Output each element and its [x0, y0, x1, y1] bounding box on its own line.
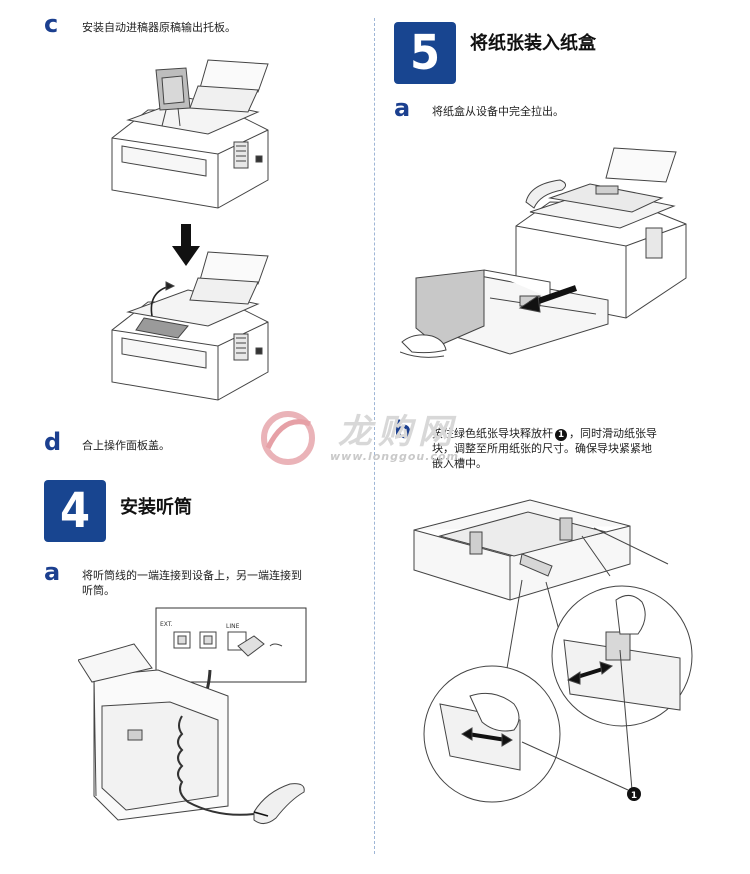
figure-callout-marker: [627, 787, 641, 801]
printer-figure-middle: [108, 242, 278, 412]
step-letter-4a: a: [44, 558, 61, 586]
step-5b-text-post: ，同时滑动纸张导: [569, 427, 657, 440]
section-number-4: 4: [44, 480, 106, 542]
printer-figure-top: [108, 50, 278, 220]
step-letter-d: d: [44, 428, 62, 456]
step-5b-text-line2: 块，调整至所用纸张的尺寸。确保导块紧紧地: [432, 442, 652, 455]
step-4a-text-line2: 听筒。: [82, 584, 115, 597]
figure-callout-number: 1: [631, 791, 637, 801]
section-number-5: 5: [394, 22, 456, 84]
section-4-title: 安装听筒: [120, 497, 192, 518]
pull-tray-figure: [400, 128, 700, 384]
callout-badge-1: 1: [555, 429, 567, 441]
watermark-logo-icon: [261, 411, 315, 465]
step-5b-text-pre: 按住绿色纸张导块释放杆: [432, 427, 553, 440]
step-4a-text-line1: 将听筒线的一端连接到设备上，另一端连接到: [82, 569, 302, 582]
section-5-title: 将纸张装入纸盒: [470, 33, 596, 54]
down-arrow-icon: [172, 224, 200, 266]
step-letter-c: c: [44, 10, 59, 38]
step-letter-5b: b: [394, 416, 412, 444]
handset-connection-figure: EXT. LINE: [78, 606, 308, 834]
step-d-text: 合上操作面板盖。: [82, 439, 170, 452]
step-5a-text: 将纸盒从设备中完全拉出。: [432, 105, 564, 118]
port-label-line: LINE: [226, 623, 240, 630]
column-divider: [374, 18, 375, 854]
step-c-text: 安装自动进稿器原稿输出托板。: [82, 21, 236, 34]
port-label-ext: EXT.: [160, 621, 173, 628]
paper-guide-figure: 1: [410, 490, 710, 840]
step-5b-text-line3: 嵌入槽中。: [432, 457, 487, 470]
step-letter-5a: a: [394, 94, 411, 122]
